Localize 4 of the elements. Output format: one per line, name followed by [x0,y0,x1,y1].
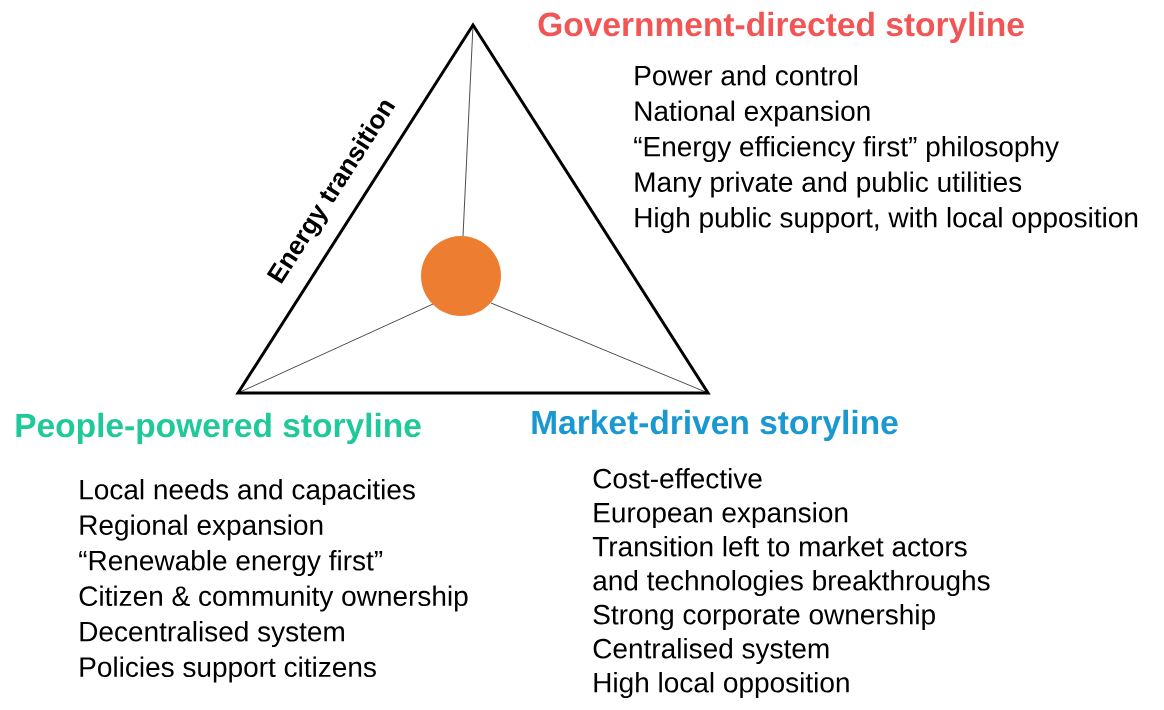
storyline-list: People-powered storyline Local needs and capacities Regional expansion “Renewable energy first” Citizen & community ownership Decentralised system Policies support citizens [16,412,468,683]
center-dot [421,236,501,316]
storyline-list: Government-directed storyline Power and control National expansion “Energy efficiency first” philosophy Many private and public utilities High public support, with local opposition [538,11,1138,234]
storyline-list: Market-driven storyline Cost-effective European expansion Transition left to market actors and technologies breakthroughs Strong corporate ownership Centralised system High local opposition [532,409,990,699]
